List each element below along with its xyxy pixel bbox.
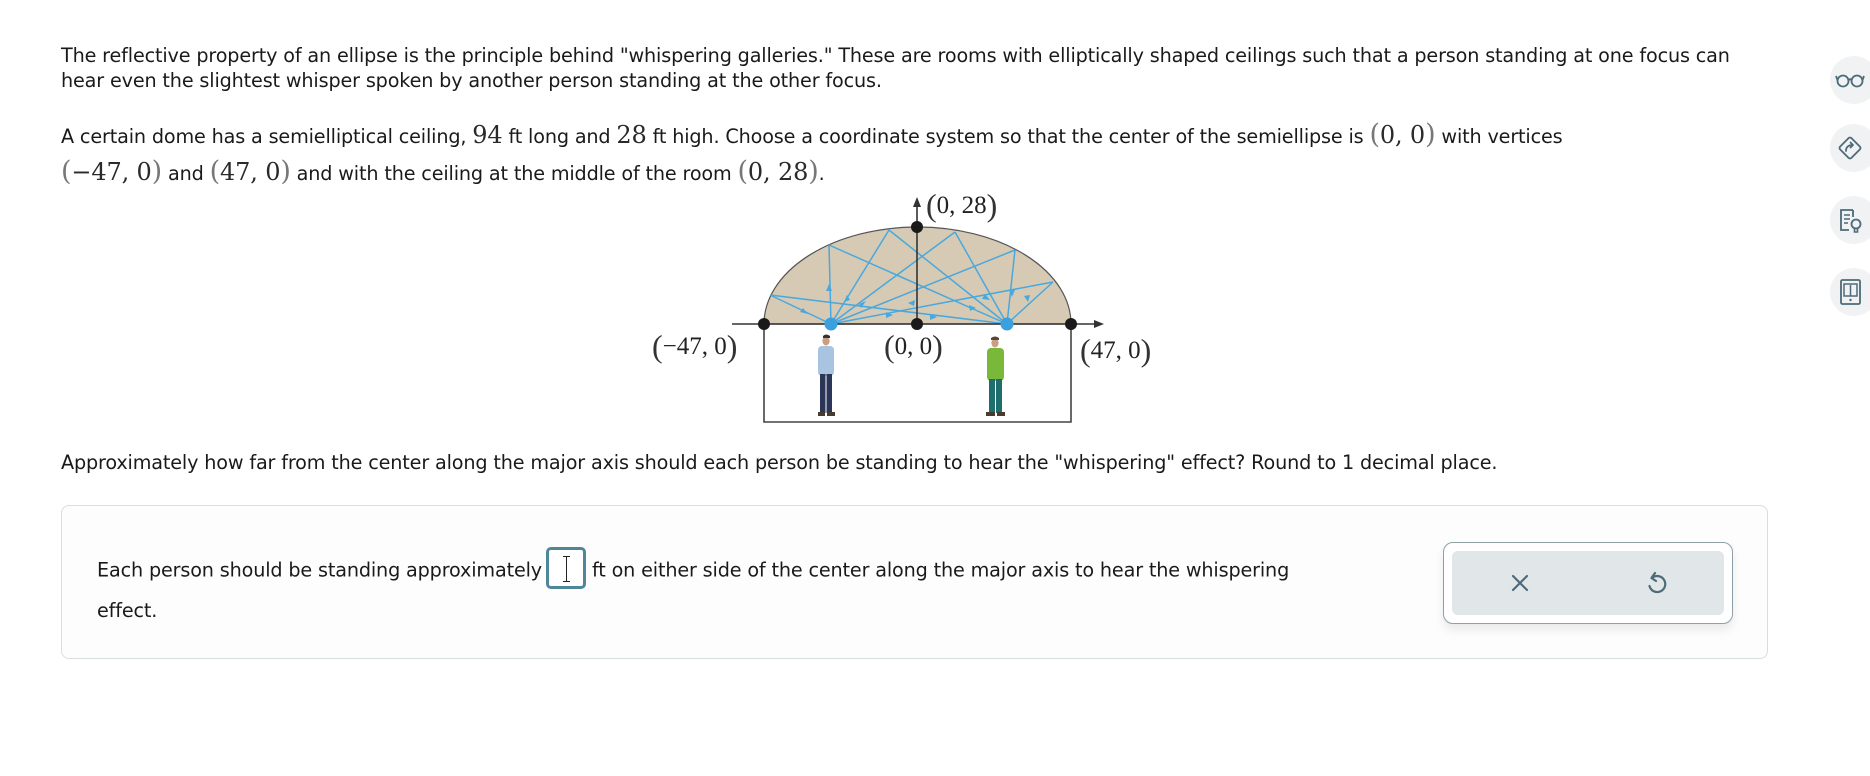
undo-button[interactable] [1588,551,1724,615]
setup-text: ft high. Choose a coordinate system so t… [646,125,1370,148]
answer-suffix: ft on either side of the center along th… [97,558,1290,623]
close-icon [1511,574,1529,592]
sound-rays [769,229,1054,325]
right-vertex-label: (47, 0) [1080,332,1152,368]
x-axis-arrow [1094,320,1104,328]
right-vertex-point: (47, 0) [209,156,291,187]
reading-mode-button[interactable] [1830,56,1870,104]
setup-text: . [818,162,825,185]
undo-icon [1648,571,1667,594]
left-vertex-dot [758,318,770,330]
room-outline [763,324,1072,423]
directions-icon [1838,136,1862,160]
ebook-icon [1840,279,1861,305]
setup-text: and [162,162,210,185]
left-vertex-label: (−47, 0) [652,328,738,364]
setup-paragraph: A certain dome has a semielliptical ceil… [61,117,1773,191]
directions-button[interactable] [1830,124,1870,172]
left-focus-dot [824,317,838,331]
ray-arrows [800,284,1030,320]
whispering-gallery-figure: (0, 28) (−47, 0) (0, 0) (47, 0) [640,187,1180,430]
ellipse-diagram [732,197,1104,423]
right-person [986,336,1005,416]
hint-button[interactable] [1830,196,1870,244]
height-value: 28 [616,121,647,149]
left-person [818,334,835,416]
text-cursor-icon [562,556,570,582]
intro-paragraph: The reflective property of an ellipse is… [61,44,1730,92]
answer-prefix: Each person should be standing approxima… [97,558,542,582]
right-focus-dot [1000,317,1014,331]
top-dot [911,221,923,233]
right-vertex-dot [1065,318,1077,330]
ebook-button[interactable] [1830,268,1870,316]
answer-sentence: Each person should be standing approxima… [97,547,1337,630]
setup-text: with vertices [1435,125,1563,148]
setup-text: ft long and [502,125,617,148]
answer-action-buttons [1443,542,1733,624]
y-axis-arrow [913,197,921,207]
length-value: 94 [472,121,503,149]
top-label: (0, 28) [926,187,998,223]
document-lightbulb-icon [1840,209,1862,233]
clear-button[interactable] [1452,551,1588,615]
center-point: (0, 0) [1369,119,1436,150]
setup-text: and with the ceiling at the middle of th… [290,162,738,185]
setup-text: A certain dome has a semielliptical ceil… [61,125,473,148]
center-dot [911,318,923,330]
question-text: Approximately how far from the center al… [61,451,1498,474]
center-label: (0, 0) [884,328,943,364]
top-point: (0, 28) [737,156,819,187]
glasses-icon [1835,74,1865,88]
left-vertex-point: (−47, 0) [61,156,163,187]
distance-input[interactable] [545,547,586,589]
